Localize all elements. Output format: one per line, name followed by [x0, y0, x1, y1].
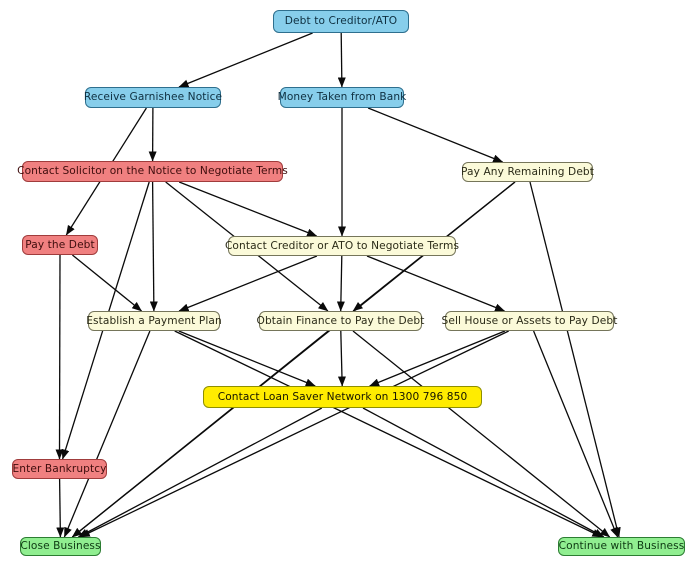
- node-debt: Debt to Creditor/ATO: [273, 10, 409, 33]
- node-solicitor: Contact Solicitor on the Notice to Negot…: [17, 161, 288, 182]
- edge-creditor-sell: [366, 255, 505, 312]
- node-continue: Continue with Business: [558, 537, 685, 556]
- edge-remaining-continue: [529, 181, 621, 538]
- node-remaining: Pay Any Remaining Debt: [461, 162, 594, 182]
- edge-bankruptcy-close: [56, 478, 65, 538]
- edge-creditor-finance: [336, 255, 345, 312]
- edge-money-remaining: [367, 107, 504, 163]
- edge-finance-close: [71, 330, 329, 538]
- edge-debt-money: [337, 32, 346, 88]
- edge-paydebt-bankruptcy: [55, 254, 64, 460]
- node-bankruptcy: Enter Bankruptcy: [12, 459, 107, 479]
- node-paydebt: Pay the Debt: [22, 235, 98, 255]
- edge-solicitor-creditor: [178, 181, 318, 237]
- edge-creditor-plan: [178, 255, 318, 312]
- node-creditor: Contact Creditor or ATO to Negotiate Ter…: [225, 236, 459, 256]
- edge-solicitor-plan: [149, 181, 158, 312]
- node-loansaver: Contact Loan Saver Network on 1300 796 8…: [203, 386, 482, 408]
- edge-paydebt-plan: [71, 254, 143, 312]
- node-garnishee: Receive Garnishee Notice: [84, 87, 222, 108]
- edge-sell-loansaver: [369, 330, 506, 387]
- edge-sell-continue: [532, 330, 619, 538]
- edge-plan-continue: [174, 330, 603, 538]
- edge-finance-continue: [352, 330, 611, 538]
- node-sell: Sell House or Assets to Pay Debt: [442, 311, 617, 331]
- node-finance: Obtain Finance to Pay the Debt: [257, 311, 424, 331]
- edge-debt-garnishee: [178, 32, 313, 88]
- node-close: Close Business: [20, 537, 101, 556]
- edge-sell-close: [79, 330, 509, 538]
- edge-plan-loansaver: [178, 330, 316, 387]
- edge-plan-close: [63, 330, 151, 538]
- edge-finance-loansaver: [337, 330, 346, 387]
- node-money: Money Taken from Bank: [278, 87, 406, 108]
- node-plan: Establish a Payment Plan: [86, 311, 222, 331]
- edge-loansaver-continue: [362, 407, 605, 538]
- edge-loansaver-close: [77, 407, 323, 538]
